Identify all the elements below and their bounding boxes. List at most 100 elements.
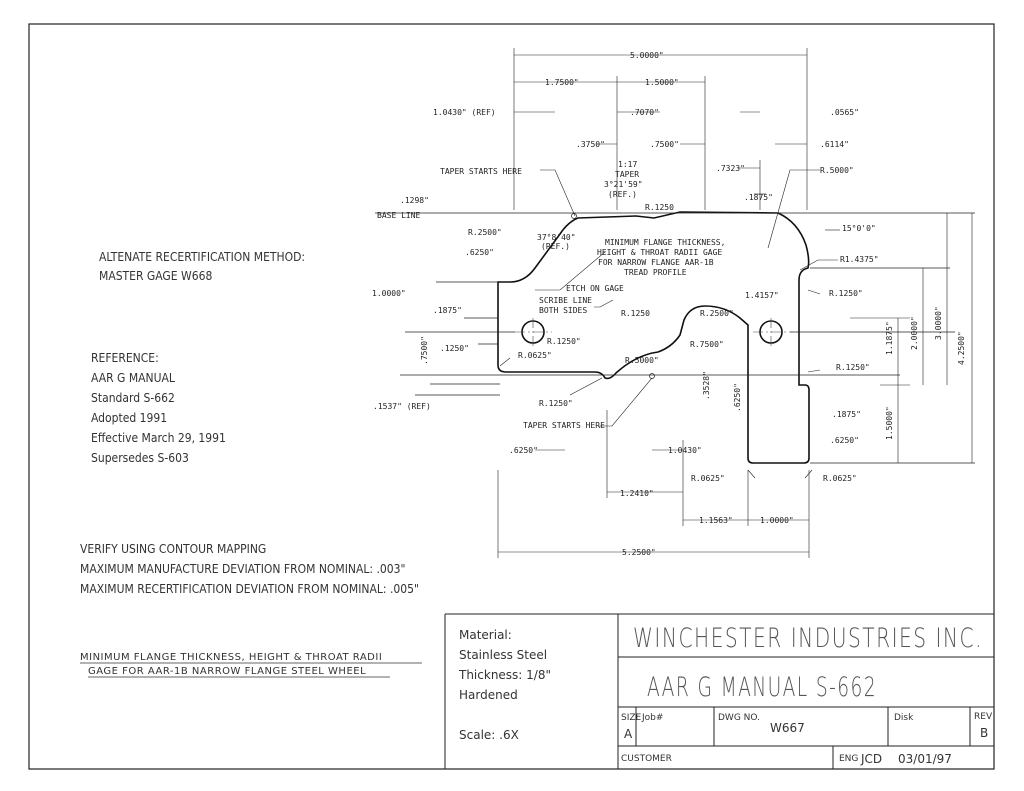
dim-0-1875-top: .1875" (744, 193, 773, 202)
right-dimensions (850, 213, 973, 463)
dim-1-0000-bottom: 1.0000" (760, 516, 794, 525)
dim-0-6250-bottom: .6250" (509, 446, 538, 455)
dim-1-5000: 1.5000" (885, 406, 894, 440)
dim-0-6250-vertical: .6250" (733, 383, 742, 412)
dim-1-1563: 1.1563" (699, 516, 733, 525)
drawing-title: AAR G MANUAL S-662 (647, 672, 877, 703)
taper-note-1: 1:17 (618, 160, 637, 169)
company-name: WINCHESTER INDUSTRIES INC. (633, 623, 983, 654)
top-dimensions (513, 48, 808, 210)
dim-r-1250-d: R.1250" (836, 363, 870, 372)
angle-ref-2: (REF.) (541, 242, 570, 251)
dim-0-7323: .7323" (716, 164, 745, 173)
reference-line-6: Supersedes S-603 (91, 451, 189, 465)
dim-5-0000: 5.0000" (630, 51, 664, 60)
dim-r-2500b: R.2500" (700, 309, 734, 318)
annotations: BASE LINE TAPER STARTS HERE TAPER STARTS… (377, 160, 876, 430)
gage-center-text: MINIMUM FLANGE THICKNESS, HEIGHT & THROA… (597, 238, 725, 277)
dim-0-7500-vertical: .7500" (420, 336, 429, 365)
eng-label: ENG (839, 754, 858, 764)
material-label: Material: (459, 628, 512, 642)
size-value: A (624, 727, 633, 741)
dwg-label: DWG NO. (718, 713, 760, 723)
dim-r-1-4375: R1.4375" (840, 255, 879, 264)
alternate-note: ALTENATE RECERTIFICATION METHOD: MASTER … (99, 250, 305, 283)
dim-r-1250-c: R.1250" (547, 337, 581, 346)
taper-note-2: TAPER (615, 170, 639, 179)
dim-5-2500: 5.2500" (622, 548, 656, 557)
dim-0-1537-ref: .1537" (REF) (373, 402, 431, 411)
disk-label: Disk (894, 713, 914, 723)
dim-1-7500: 1.7500" (545, 78, 579, 87)
center-text-3: FOR NARROW FLANGE AAR-1B (598, 258, 714, 267)
verify-note: VERIFY USING CONTOUR MAPPING MAXIMUM MAN… (80, 542, 419, 596)
etch-label: ETCH ON GAGE (566, 284, 624, 293)
dim-r-0625c: R.0625" (823, 474, 857, 483)
job-label: Job# (641, 713, 663, 723)
dimension-values: 5.0000" 1.7500" 1.5000" 1.0430" (REF) .7… (372, 51, 966, 557)
hardened-value: Hardened (459, 688, 518, 702)
dim-3-0000: 3.0000" (934, 306, 943, 340)
material-value: Stainless Steel (459, 648, 547, 662)
dim-r-1250-mid: R.1250 (621, 309, 650, 318)
reference-line-1: REFERENCE: (91, 351, 159, 365)
bottom-dimensions (497, 410, 810, 558)
leader-lines (499, 169, 840, 479)
dim-r-0625b: R.0625" (691, 474, 725, 483)
dim-r-5000: R.5000" (820, 166, 854, 175)
base-line-label: BASE LINE (377, 211, 421, 220)
dim-0-3528: .3528" (702, 371, 711, 400)
center-text-1: MINIMUM FLANGE THICKNESS, (605, 238, 725, 247)
rev-label: REV (974, 712, 993, 722)
verify-line-3: MAXIMUM RECERTIFICATION DEVIATION FROM N… (80, 582, 419, 596)
dim-0-1875-left: .1875" (433, 306, 462, 315)
scribe-label-1: SCRIBE LINE (539, 296, 592, 305)
drawing-title-note: MINIMUM FLANGE THICKNESS, HEIGHT & THROA… (80, 652, 422, 678)
reference-note: REFERENCE: AAR G MANUAL Standard S-662 A… (91, 351, 226, 465)
dim-0-6114: .6114" (820, 140, 849, 149)
dim-0-7500: .7500" (650, 140, 679, 149)
dim-1-2410: 1.2410" (620, 489, 654, 498)
title-line-1: MINIMUM FLANGE THICKNESS, HEIGHT & THROA… (80, 652, 382, 663)
customer-label: CUSTOMER (621, 754, 672, 764)
rev-value: B (980, 726, 988, 740)
dim-r-1250-e: R.1250" (539, 399, 573, 408)
angle-ref-1: 37°8'40" (537, 233, 576, 242)
taper-note-3: 3°21'59" (604, 180, 643, 189)
center-text-2: HEIGHT & THROAT RADII GAGE (597, 248, 722, 257)
center-text-4: TREAD PROFILE (624, 268, 687, 277)
dwg-number: W667 (770, 721, 805, 735)
dim-0-0565: .0565" (830, 108, 859, 117)
dim-r-7500: R.7500" (690, 340, 724, 349)
taper-starts-bottom-label: TAPER STARTS HERE (523, 421, 605, 430)
dim-0-6250-right: .6250" (830, 436, 859, 445)
dim-1-0000: 1.0000" (372, 289, 406, 298)
dim-0-7070: .7070" (630, 108, 659, 117)
reference-line-3: Standard S-662 (91, 391, 175, 405)
center-lines (515, 318, 790, 346)
reference-line-5: Effective March 29, 1991 (91, 431, 226, 445)
reference-line-4: Adopted 1991 (91, 411, 167, 425)
title-line-2: GAGE FOR AAR-1B NARROW FLANGE STEEL WHEE… (88, 666, 366, 677)
scribe-label-2: BOTH SIDES (539, 306, 587, 315)
verify-line-1: VERIFY USING CONTOUR MAPPING (80, 542, 266, 556)
dim-1-0430-ref: 1.0430" (REF) (433, 108, 496, 117)
alternate-line-1: ALTENATE RECERTIFICATION METHOD: (99, 250, 305, 264)
reference-line-2: AAR G MANUAL (91, 371, 175, 385)
alternate-line-2: MASTER GAGE W668 (99, 269, 212, 283)
dim-0-1298: .1298" (400, 196, 429, 205)
dim-r-0625a: R.0625" (518, 351, 552, 360)
angle-15-label: 15°0'0" (842, 224, 876, 233)
dim-r-2500a: R.2500" (468, 228, 502, 237)
dim-4-2500: 4.2500" (957, 331, 966, 365)
dim-r-5000b: R.5000" (625, 356, 659, 365)
eng-value: JCD (860, 752, 882, 766)
dim-0-1250: .1250" (440, 344, 469, 353)
dim-2-0000: 2.0000" (910, 316, 919, 350)
sheet-border (28, 23, 995, 770)
title-block (444, 613, 994, 769)
dim-r-1250-top: R.1250 (645, 203, 674, 212)
verify-line-2: MAXIMUM MANUFACTURE DEVIATION FROM NOMIN… (80, 562, 405, 576)
dim-0-3750: .3750" (576, 140, 605, 149)
